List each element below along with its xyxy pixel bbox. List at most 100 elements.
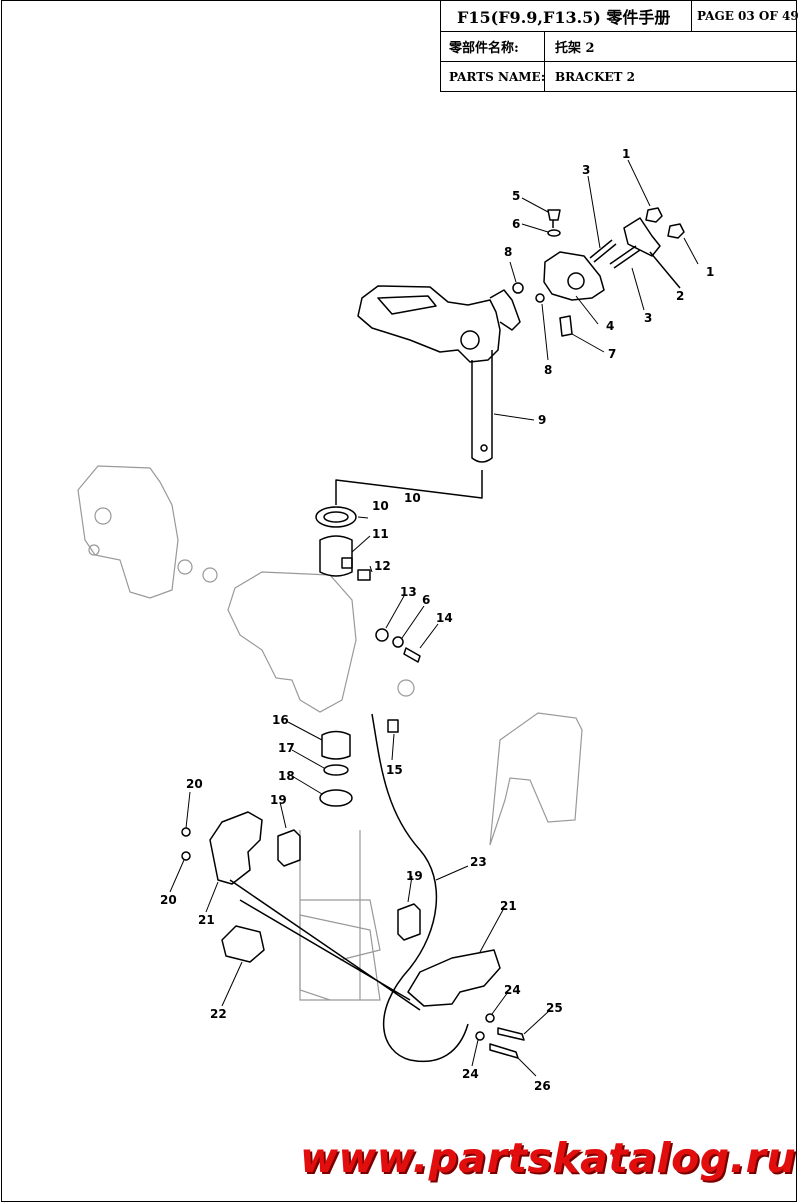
lower-mount-ghost <box>299 830 381 1001</box>
leader-line <box>491 991 509 1015</box>
bolt-26 <box>489 1043 519 1059</box>
model-title: F15(F9.9,F13.5) 零件手册 <box>457 7 671 27</box>
callout: 18 <box>278 769 295 783</box>
callout: 23 <box>470 855 487 869</box>
leader-line <box>517 1057 537 1077</box>
steering-bracket-slot <box>377 295 437 315</box>
washer-ghost <box>397 679 415 697</box>
rubber-mount <box>277 829 301 867</box>
o-ring <box>323 764 349 776</box>
callout: 8 <box>544 363 552 377</box>
title-row-model: F15(F9.9,F13.5) 零件手册 PAGE 03 OF 49 <box>441 0 799 32</box>
steering-shaft <box>471 350 493 463</box>
washer <box>547 229 561 237</box>
mount-housing-right <box>407 949 501 1007</box>
title-row-name-en: PARTS NAME: BRACKET 2 <box>441 62 797 92</box>
clip <box>357 569 371 581</box>
callout: 17 <box>278 741 295 755</box>
leader-line <box>479 907 505 953</box>
clamp-bracket-hole <box>94 507 112 525</box>
mount-housing-left <box>209 811 263 885</box>
callout: 2 <box>676 289 684 303</box>
washer-ghost <box>177 559 193 575</box>
leader-line <box>279 801 287 829</box>
ground-cable <box>371 713 469 1062</box>
leader-line <box>287 721 323 741</box>
leader-line <box>435 865 469 881</box>
leader-line <box>291 775 323 795</box>
callout: 21 <box>198 913 215 927</box>
callout: 16 <box>272 713 289 727</box>
leader-line <box>385 595 405 629</box>
leader-line <box>391 733 395 761</box>
leader-line <box>357 516 369 519</box>
callout: 1 <box>706 265 714 279</box>
callout: 7 <box>608 347 616 361</box>
bolt-25 <box>497 1027 525 1041</box>
mount-cover <box>221 925 265 963</box>
bolt <box>547 209 561 228</box>
leader-line <box>683 237 699 265</box>
callout-labels: 1 1 2 3 3 4 5 6 7 8 8 9 10 10 11 12 13 6… <box>160 147 714 1093</box>
nut-13 <box>375 628 389 642</box>
seal <box>319 789 353 807</box>
bushing <box>535 293 545 303</box>
rubber-mount <box>397 903 421 941</box>
callout: 6 <box>512 217 520 231</box>
callout: 11 <box>372 527 389 541</box>
stud-bolt <box>589 239 617 263</box>
leader-line <box>509 261 517 283</box>
washer-ghost <box>202 567 218 583</box>
callout: 8 <box>504 245 512 259</box>
swivel-plate <box>543 251 605 301</box>
title-block: F15(F9.9,F13.5) 零件手册 PAGE 03 OF 49 零部件名称… <box>440 0 799 92</box>
callout: 19 <box>406 869 423 883</box>
leader-line <box>571 333 605 353</box>
leader-line <box>523 1009 551 1035</box>
callout: 21 <box>500 899 517 913</box>
leader-lines <box>169 159 699 1077</box>
callout: 12 <box>374 559 391 573</box>
bushing-upper <box>319 535 353 577</box>
steering-pivot <box>460 330 480 350</box>
leader-line <box>369 565 373 573</box>
exploded-parts-diagram: 1 1 2 3 3 4 5 6 7 8 8 9 10 10 11 12 13 6… <box>77 147 714 1093</box>
grease-nipple <box>559 315 573 337</box>
clamp-bracket-ghost <box>77 465 179 599</box>
parts-name-en-label: PARTS NAME: <box>449 70 546 84</box>
page-number: PAGE 03 OF 49 <box>697 8 799 23</box>
bushing-lower <box>321 730 351 760</box>
callout: 13 <box>400 585 417 599</box>
title-divider <box>544 62 545 92</box>
screw <box>181 827 191 837</box>
callout: 6 <box>422 593 430 607</box>
parts-name-cn-value: 托架 2 <box>555 41 595 56</box>
watermark-text: www.partskatalog.ru <box>300 1134 797 1182</box>
leader-line <box>521 197 549 213</box>
leader-line <box>291 749 325 769</box>
title-row-name-cn: 零部件名称: 托架 2 <box>441 32 797 62</box>
leader-line <box>419 623 439 649</box>
callout: 10 <box>404 491 421 505</box>
leader-line <box>185 791 191 829</box>
ghost-parts <box>77 465 583 1001</box>
leader-line <box>169 859 185 893</box>
parts-name-cn-label: 零部件名称: <box>449 41 519 56</box>
leader-line <box>221 961 243 1007</box>
callout: 24 <box>504 983 521 997</box>
steering-bracket-arm <box>357 285 501 363</box>
leader-line <box>401 605 425 639</box>
steering-shaft-hole <box>480 444 488 452</box>
collar-inner <box>323 511 349 523</box>
bushing-tab <box>341 557 353 569</box>
title-divider <box>691 0 692 31</box>
callout: 20 <box>160 893 177 907</box>
nut <box>645 207 663 223</box>
bolt-14 <box>403 647 421 663</box>
leader-line <box>627 159 651 207</box>
nut <box>667 223 685 239</box>
lower-case-ghost <box>299 914 381 1001</box>
callout: 9 <box>538 413 546 427</box>
washer-24 <box>485 1013 495 1023</box>
assembly-guide <box>229 879 421 1011</box>
